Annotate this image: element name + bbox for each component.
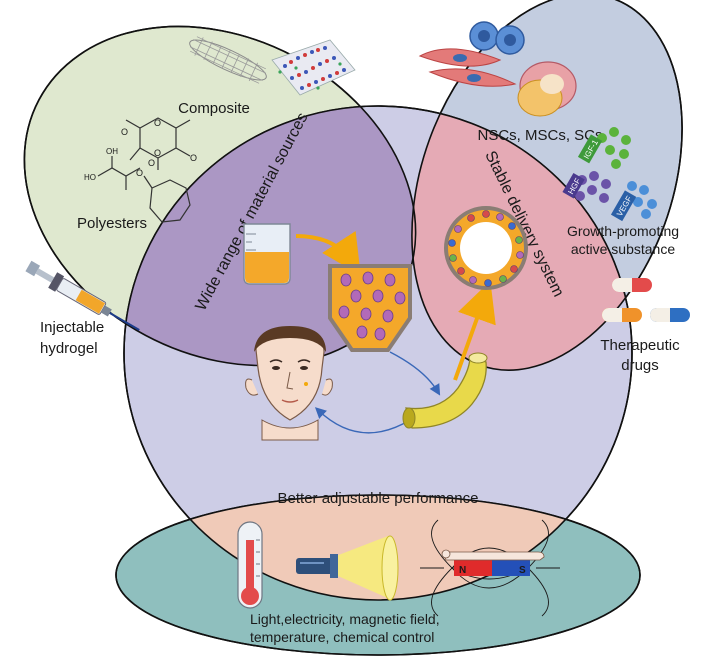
hydroxyl-label: OH	[106, 147, 118, 156]
oxygen-mark: O	[136, 168, 143, 178]
flashlight-icon	[296, 535, 399, 601]
nerve-conduit-icon	[402, 352, 488, 429]
capsule-icon	[650, 308, 690, 322]
injectable-label-line1: Injectable	[40, 319, 104, 336]
stem-cells-icon	[469, 21, 525, 55]
magnet-s-label: S	[519, 565, 526, 576]
nerve-fiber-icon	[517, 61, 577, 117]
thermometer-icon	[237, 521, 263, 609]
fibroblast-cells-icon	[418, 48, 517, 87]
capsule-icon	[612, 278, 652, 292]
oxygen-mark: O	[190, 153, 197, 163]
drugs-label-line2: drugs	[621, 357, 659, 374]
printer-nozzle-icon	[328, 264, 412, 352]
caprolactone-structure-icon	[143, 175, 191, 223]
process-arrow-orange	[453, 280, 496, 381]
drugs-label-line1: Therapeutic	[600, 337, 680, 354]
syringe-icon	[25, 260, 140, 331]
oxygen-mark: O	[154, 148, 161, 158]
magnet-n-label: N	[459, 565, 466, 576]
lactic-acid-structure-icon	[97, 156, 141, 190]
graphene-sheet-icon	[271, 39, 356, 96]
capsule-icon	[602, 308, 642, 322]
lactide-structure-icon	[125, 117, 191, 170]
cells-label: NSCs, MSCs, SCs	[477, 127, 602, 144]
conduit-cross-section-icon	[444, 206, 528, 290]
bottom-center-label: Better adjustable performance	[278, 490, 479, 507]
capsule-pills-icon	[602, 278, 690, 322]
controls-label-line2: temperature, chemical control	[250, 629, 434, 645]
process-arrow-orange	[295, 230, 361, 276]
oxygen-mark: O	[121, 127, 128, 137]
oxygen-mark: O	[154, 118, 161, 128]
magnet-bar-icon: N S	[454, 560, 530, 576]
controls-label-line1: Light,electricity, magnetic field,	[250, 611, 440, 627]
polyesters-label: Polyesters	[77, 215, 147, 232]
growth-label-line2: active substance	[571, 241, 675, 257]
lying-body-icon	[441, 549, 545, 561]
process-arrow-blue	[314, 407, 411, 434]
face-icon	[245, 326, 333, 441]
beaker-icon	[243, 223, 291, 285]
composite-label: Composite	[178, 100, 250, 117]
growth-factor-dots-icon	[575, 127, 657, 219]
hydroxyl-label: HO	[84, 173, 96, 182]
oxygen-mark: O	[148, 158, 155, 168]
carbon-nanotube-icon	[189, 36, 267, 84]
growth-label-line1: Growth-promoting	[567, 223, 679, 239]
injectable-label-line2: hydrogel	[40, 340, 98, 357]
process-arrow-blue	[389, 351, 441, 396]
